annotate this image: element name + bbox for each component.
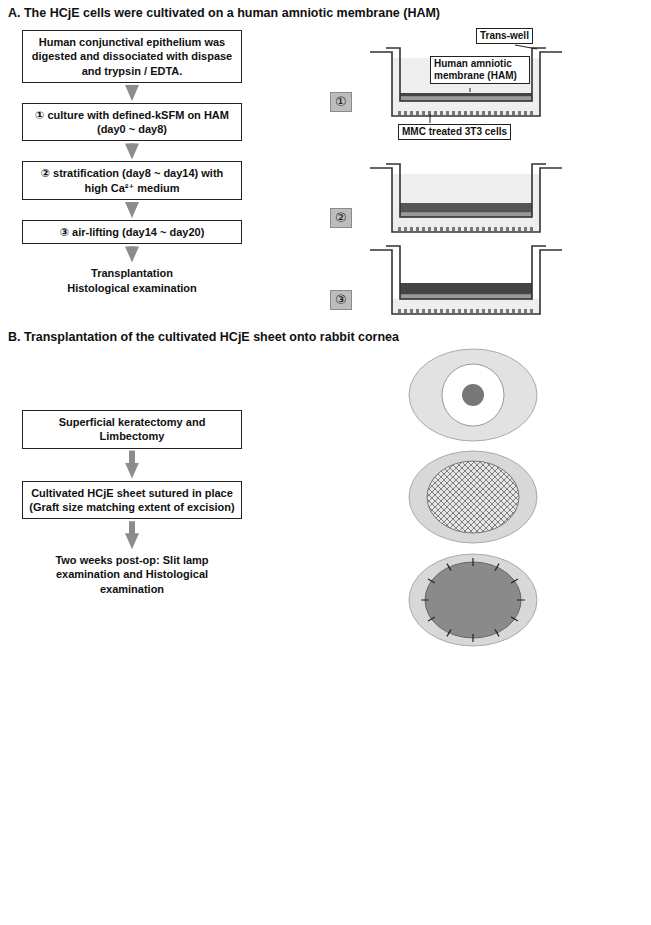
callout-box: MMC treated 3T3 cells (398, 124, 511, 140)
feeder-cells (398, 227, 536, 231)
node-text: ① culture with defined-kSFM on HAM (day0… (29, 108, 235, 137)
result-text: Two weeks post-op: Slit lamp examination… (47, 551, 217, 598)
eye-outline (409, 349, 537, 441)
node-text: Two weeks post-op: Slit lamp examination… (49, 553, 215, 596)
leader-line (470, 88, 471, 92)
leader-line (515, 45, 537, 49)
culture-well (370, 48, 562, 116)
eye-normal (409, 349, 537, 441)
insert-outline (386, 48, 546, 101)
dish-outline (370, 168, 562, 232)
dish-outline (370, 52, 562, 116)
eye-outline (409, 554, 537, 646)
node-text: MMC treated 3T3 cells (402, 126, 507, 138)
culture-well (370, 246, 562, 314)
node-text: ① (335, 94, 347, 110)
insert-outline (386, 164, 546, 217)
process-box: Human conjunctival epithelium was digest… (22, 30, 242, 83)
step-number-box: ① (330, 92, 352, 112)
process-box: ① culture with defined-kSFM on HAM (day0… (22, 103, 242, 142)
flow-arrow (129, 143, 135, 147)
flow-arrow (129, 451, 135, 467)
flow-arrow (129, 521, 135, 537)
node-text: Cultivated HCjE sheet sutured in place (… (29, 486, 235, 515)
node-text: ③ air-lifting (day14 ~ day20) (29, 225, 235, 239)
excised-area (427, 461, 519, 533)
feeder-cells (398, 111, 536, 115)
culture-well (370, 164, 562, 232)
dish-outline (370, 250, 562, 314)
sutures (421, 558, 525, 642)
node-text: ② (335, 210, 347, 226)
insert-outline (386, 246, 546, 299)
node-text: Superficial keratectomy and Limbectomy (29, 415, 235, 444)
cornea (442, 364, 504, 426)
callout-box: Human amniotic membrane (HAM) (430, 56, 530, 84)
eye-keratectomy (409, 451, 537, 543)
cell-layer (400, 203, 532, 212)
process-box: Superficial keratectomy and Limbectomy (22, 410, 242, 449)
medium (392, 174, 540, 232)
node-text: Trans-well (480, 30, 529, 42)
result-text: Transplantation Histological examination (62, 264, 202, 297)
callout-box: Trans-well (476, 28, 533, 44)
pupil (462, 384, 484, 406)
node-text: Human conjunctival epithelium was digest… (29, 35, 235, 78)
medium (392, 299, 540, 314)
process-box: Cultivated HCjE sheet sutured in place (… (22, 481, 242, 520)
graft-sheet (425, 562, 521, 638)
node-text: ② stratification (day8 ~ day14) with hig… (29, 166, 235, 195)
section-heading: A. The HCjE cells were cultivated on a h… (8, 6, 440, 20)
step-number-box: ③ (330, 290, 352, 310)
flow-arrow (129, 246, 135, 250)
feeder-cells (398, 309, 536, 313)
cell-layer (400, 283, 532, 294)
eye-graft (409, 554, 537, 646)
flow-arrow (129, 202, 135, 206)
cell-layer (400, 93, 532, 96)
process-box: ③ air-lifting (day14 ~ day20) (22, 220, 242, 244)
flow-arrow (129, 85, 135, 89)
leader-line (430, 114, 431, 123)
section-heading: B. Transplantation of the cultivated HCj… (8, 330, 399, 344)
node-text: Transplantation Histological examination (64, 266, 200, 295)
eye-outline (409, 451, 537, 543)
node-text: ③ (335, 292, 347, 308)
leader-lines (430, 45, 537, 123)
node-text: Human amniotic membrane (HAM) (434, 58, 526, 82)
step-number-box: ② (330, 208, 352, 228)
process-box: ② stratification (day8 ~ day14) with hig… (22, 161, 242, 200)
